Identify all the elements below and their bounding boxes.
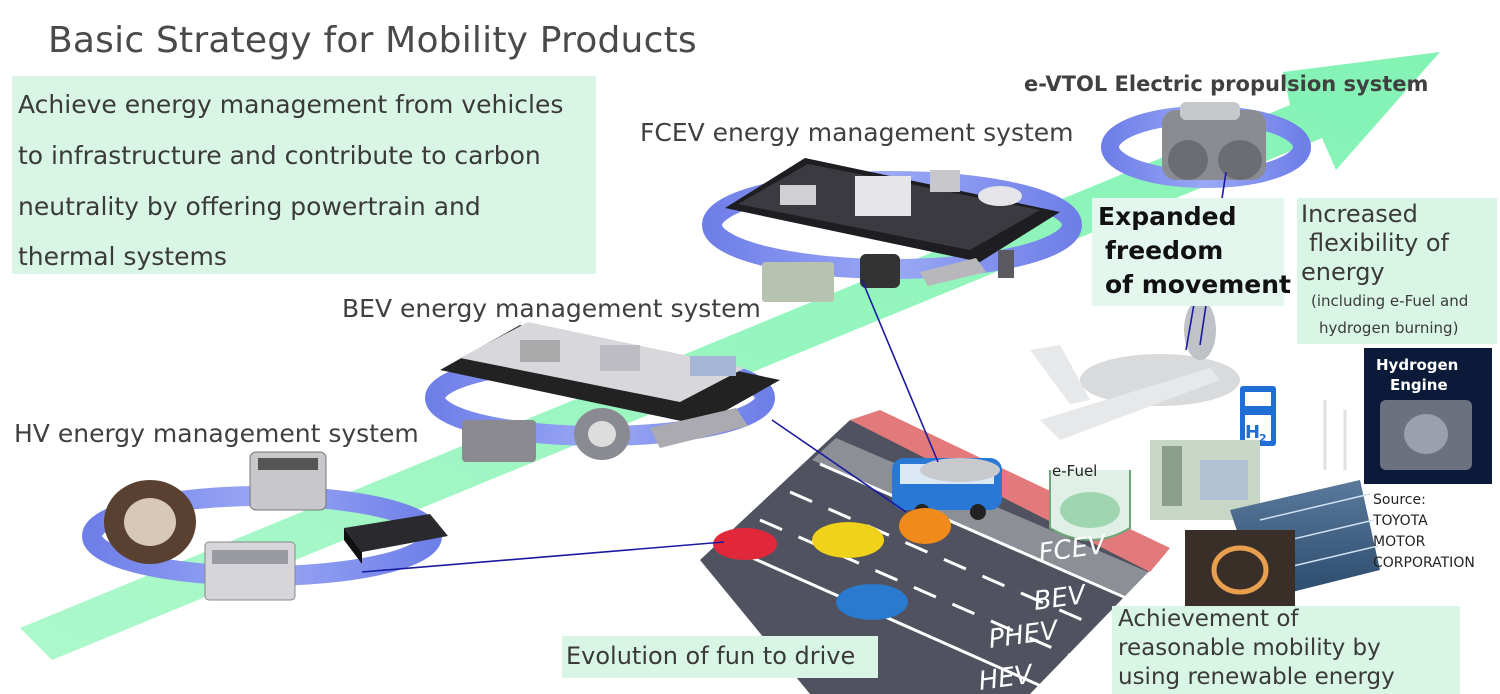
callout-line: reasonable mobility by <box>1118 635 1381 661</box>
callout-line: using renewable energy <box>1118 664 1395 690</box>
callout-note: (including e-Fuel and <box>1311 292 1469 310</box>
evtol-aircraft <box>920 300 1240 482</box>
callout-line: freedom <box>1105 236 1224 265</box>
source-line: MOTOR <box>1373 534 1426 550</box>
goal-line: to infrastructure and contribute to carb… <box>18 141 541 170</box>
evtol-motor <box>1162 102 1266 180</box>
source-line: Source: <box>1373 492 1426 508</box>
goal-line: thermal systems <box>18 242 227 271</box>
hv-system-label: HV energy management system <box>14 419 419 448</box>
efuel-label: e-Fuel <box>1052 462 1097 480</box>
fcev-platform <box>725 158 1060 302</box>
goal-statement-box: Achieve energy management from vehicles … <box>12 76 596 274</box>
h2-subscript: 2 <box>1259 432 1267 445</box>
bev-system-label: BEV energy management system <box>342 294 761 323</box>
source-line: CORPORATION <box>1373 555 1475 571</box>
renewable-callout: Achievement of reasonable mobility by us… <box>1112 606 1460 694</box>
bev-platform <box>440 322 780 462</box>
hydrogen-engine-label-2: Engine <box>1390 376 1448 394</box>
hydrogen-engine-image <box>1364 348 1492 484</box>
hydrogen-engine-label-1: Hydrogen <box>1376 356 1458 374</box>
road-scene <box>692 410 1170 694</box>
fcev-system-label: FCEV energy management system <box>640 118 1074 147</box>
callout-line: Achievement of <box>1118 606 1299 632</box>
source-credit: Source: TOYOTA MOTOR CORPORATION <box>1373 490 1475 574</box>
evtol-system-label: e-VTOL Electric propulsion system <box>1024 72 1429 96</box>
callout-line: flexibility of <box>1309 229 1449 257</box>
lane-label-bev: BEV <box>1032 580 1090 617</box>
callout-line: Evolution of fun to drive <box>566 642 856 670</box>
h2-label: H <box>1245 422 1260 443</box>
callout-note: hydrogen burning) <box>1319 319 1459 337</box>
callout-line: Increased <box>1301 200 1418 228</box>
callout-line: Expanded <box>1098 202 1237 231</box>
flexibility-callout: Increased flexibility of energy (includi… <box>1297 198 1497 344</box>
freedom-callout: Expanded freedom of movement <box>1092 198 1291 306</box>
callout-line: energy <box>1301 258 1385 286</box>
hv-components <box>104 451 448 601</box>
source-line: TOYOTA <box>1373 513 1428 529</box>
page-title: Basic Strategy for Mobility Products <box>48 20 697 61</box>
goal-line: Achieve energy management from vehicles <box>18 90 564 119</box>
fun-to-drive-callout: Evolution of fun to drive <box>562 636 878 678</box>
callout-line: of movement <box>1105 270 1291 299</box>
goal-line: neutrality by offering powertrain and <box>18 192 481 221</box>
energy-infrastructure <box>1049 386 1380 606</box>
lane-label-hev: HEV <box>977 659 1037 694</box>
